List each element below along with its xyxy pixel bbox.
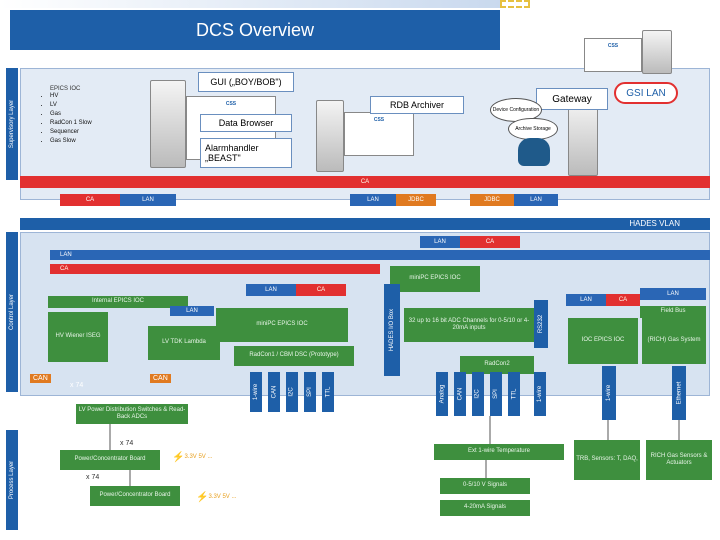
lv-power-box: LV Power Distribution Switches & Read-Ba… [76,404,188,424]
server-icon [150,80,186,168]
epics-ioc-list: HV LV Gas RadCon 1 Slow Sequencer Gas Sl… [40,92,160,146]
top-right-frame [500,0,530,8]
lightning-icon: ⚡3.3V 5V ... [196,491,237,503]
x74-label: x 74 [70,382,84,389]
x74-label: x 74 [120,440,134,447]
gateway-box: Gateway [536,88,608,110]
archive-db-icon: Archive Storage [508,118,558,140]
io-tag: 1-wire [602,366,616,420]
io-tag: I2C [286,372,298,412]
signals-ma-box: 4-20mA Signals [440,500,530,516]
power-board-box: Power/Concentrator Board [60,450,160,470]
lan-tag: LAN [514,194,558,206]
control-layer-label: Control Layer [6,232,18,392]
io-tag: SPI [490,372,502,416]
internal-epics-ioc: Internal EPICS IOC [48,296,188,308]
io-tag: TTL [322,372,334,412]
lan-tag: LAN [120,194,176,206]
can-label: CAN [30,374,51,383]
ca-bar: CA [20,176,710,188]
rich-gas-box: (RICH) Gas System [642,318,706,364]
epics-ioc-block: EPICS IOC HV LV Gas RadCon 1 Slow Sequen… [40,86,160,156]
lan-tag: LAN [566,294,606,306]
server-icon [316,100,344,172]
io-tag: I2C [472,372,484,416]
server-icon [568,100,598,176]
power-board-box: Power/Concentrator Board [90,486,180,506]
can-label: CAN [150,374,171,383]
ca-tag: CA [460,236,520,248]
minipc-box: miniPC EPICS IOC [216,308,348,342]
io-tag: Ethernet [672,366,686,420]
page-title: DCS Overview [10,10,500,50]
io-tag: 1-wire [250,372,262,412]
x74-label: x 74 [86,474,100,481]
lan-tag: LAN [640,288,706,300]
io-tag: Analog [436,372,448,416]
process-layer-label: Process Layer [6,430,18,530]
server-icon [642,30,672,74]
adc-box: 32 up to 16 bit ADC Channels for 0-5/10 … [404,308,534,342]
epics-ioc-item: HV [50,92,160,101]
ca-tag: CA [606,294,640,306]
epics-ioc-item: Gas Slow [50,137,160,146]
lightning-icon: ⚡3.3V 5V ... [172,451,213,463]
radcon2-box: RadCon2 [460,356,534,374]
epics-ioc-item: Gas [50,110,160,119]
epics-ioc-item: RadCon 1 Slow [50,119,160,128]
alarm-handler-box: Alarmhandler „BEAST" [200,138,292,168]
signals-v-box: 0-5/10 V Signals [440,478,530,494]
rich-sensors-box: RICH Gas Sensors & Actuators [646,440,712,480]
monitor-icon: CSS [344,112,414,156]
io-tag: SPI [304,372,316,412]
epics-ioc-title: EPICS IOC [50,86,81,92]
data-browser-box: Data Browser [200,114,292,132]
gui-box: GUI („BOY/BOB") [198,72,294,92]
postgres-icon [518,138,550,166]
monitor-icon: CSS [584,38,642,72]
gsi-lan-cloud: GSI LAN [614,82,678,104]
rs232-bar: RS232 [534,300,548,348]
hades-vlan-bar: HADES VLAN [20,218,710,230]
ioc-box: IOC EPICS IOC [568,318,638,364]
hades-io-box: HADES I/O Box [384,284,400,376]
minipc-box: miniPC EPICS IOC [390,266,480,292]
ca-tag: CA [60,194,120,206]
top-strip [0,0,500,8]
io-tag: 1-wire [534,372,546,416]
lan-tag: LAN [350,194,396,206]
hv-box: HV Wiener ISEG [48,312,108,362]
jdbc-tag: JDBC [470,194,514,206]
epics-ioc-item: LV [50,101,160,110]
field-bus-tag: Field Bus [640,306,706,318]
temperature-box: Ext 1-wire Temperature [434,444,564,460]
ca-tag: CA [296,284,346,296]
lan-tag: LAN [246,284,296,296]
jdbc-tag: JDBC [396,194,436,206]
radcon-box: RadCon1 / CBM DSC (Prototype) [234,346,354,366]
trb-sensors-box: TRB, Sensors: T, DAQ, [574,440,640,480]
ca-row-bar: CA [50,264,380,274]
io-tag: CAN [268,372,280,412]
epics-ioc-item: Sequencer [50,128,160,137]
lan-row-bar: LAN [50,250,710,260]
lv-box: LV TDK Lambda [148,326,220,360]
io-tag: CAN [454,372,466,416]
rdb-archiver-box: RDB Archiver [370,96,464,114]
supervisory-layer-label: Supervisory Layer [6,68,18,180]
lan-tag: LAN [420,236,460,248]
io-tag: TTL [508,372,520,416]
lan-tag: LAN [170,306,214,316]
